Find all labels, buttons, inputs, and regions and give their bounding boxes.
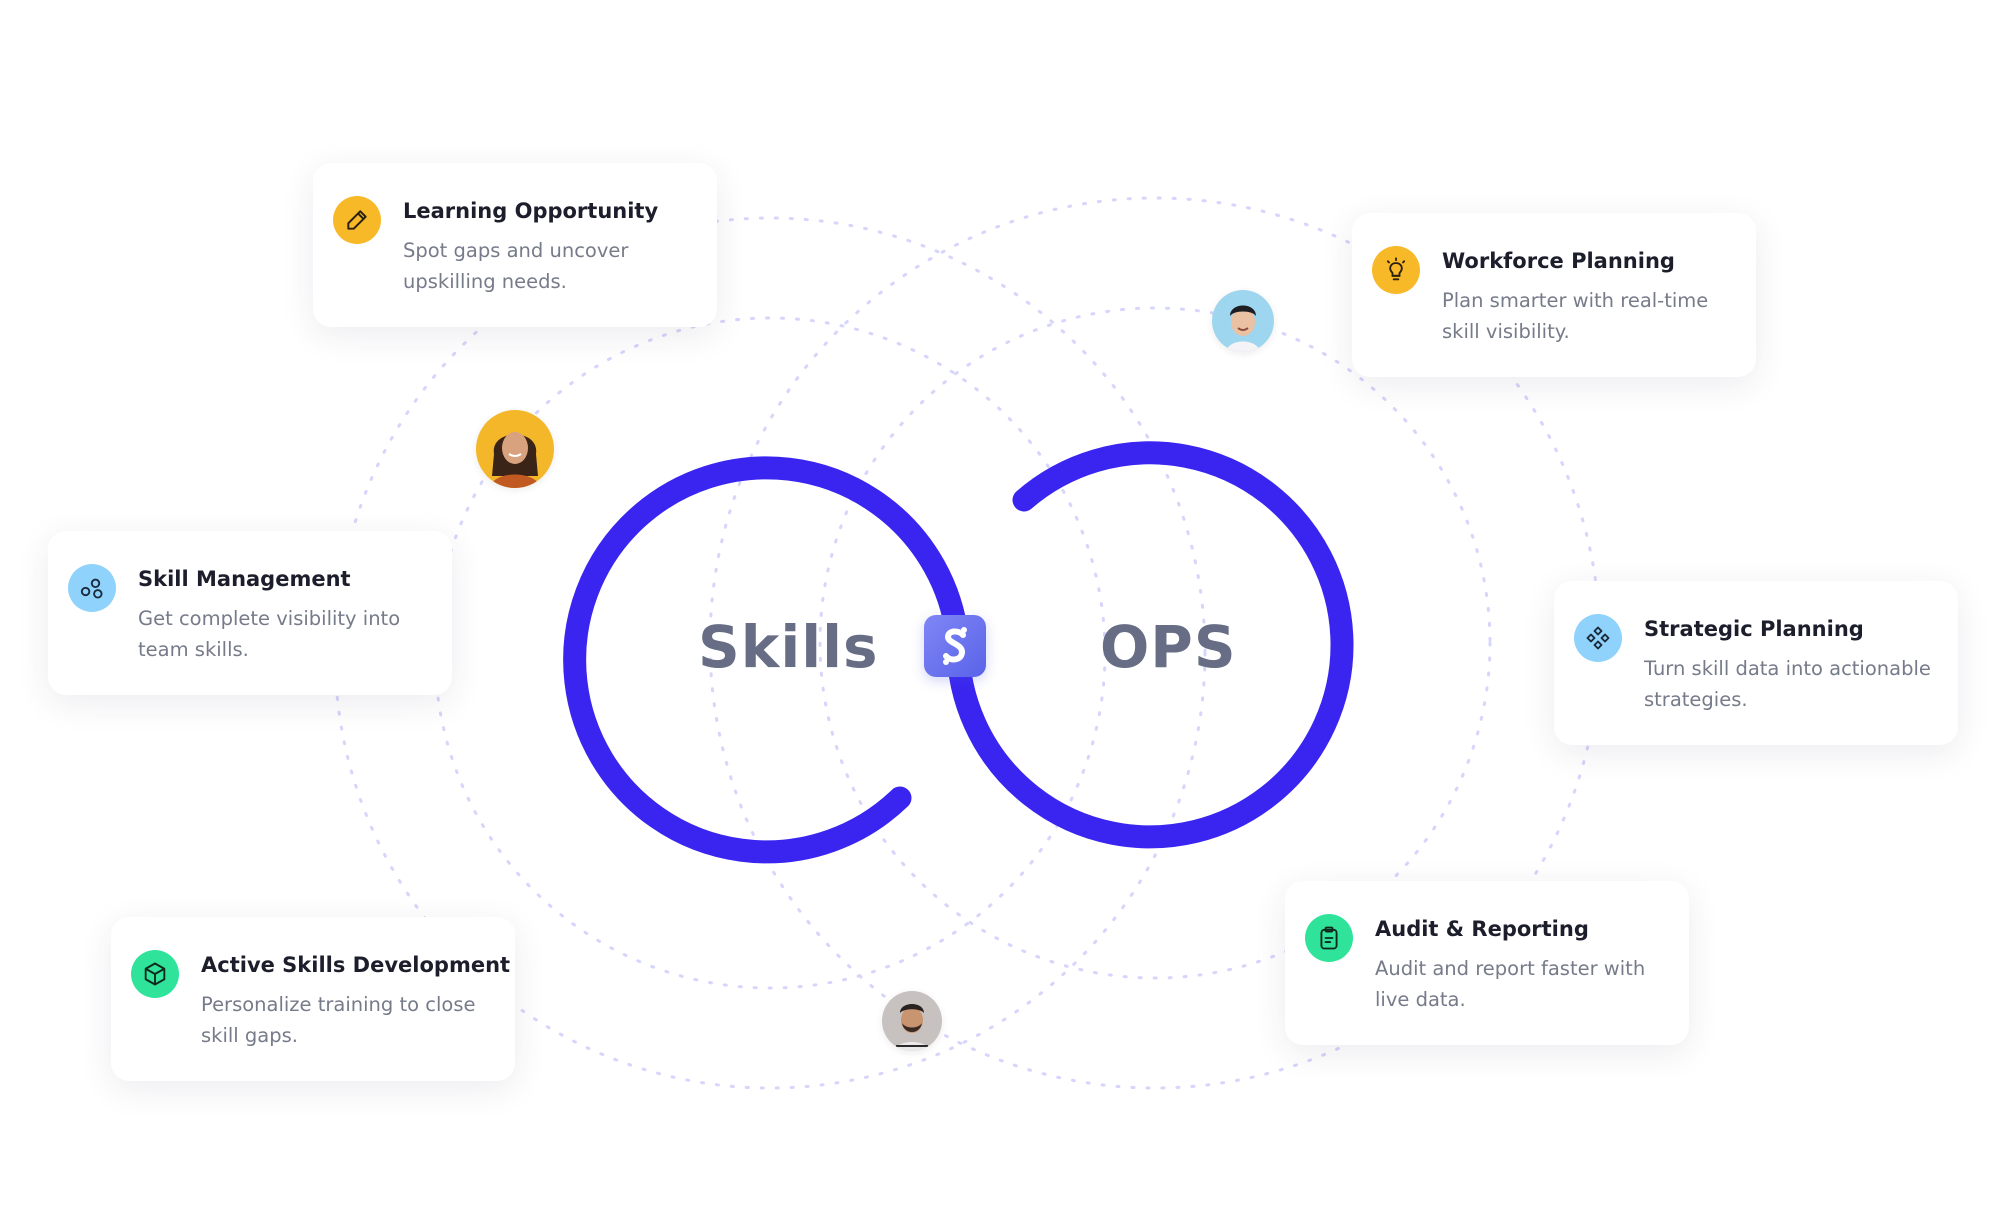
card-title: Skill Management [138,567,351,591]
card-description: Plan smarter with real-time skill visibi… [1442,289,1709,343]
infinity-loop [563,441,1354,864]
cube-icon [131,950,179,998]
card-description: Get complete visibility into team skills… [138,607,401,661]
card-strategic-planning: Strategic Planning Turn skill data into … [1554,581,1958,745]
avatar-man-beard-icon [882,991,942,1051]
card-workforce-planning: Workforce Planning Plan smarter with rea… [1352,213,1756,377]
skills-loop-arc [563,456,970,864]
diamonds-icon [1574,614,1622,662]
card-learning-opportunity: Learning Opportunity Spot gaps and uncov… [313,163,717,327]
card-audit-reporting: Audit & Reporting Audit and report faste… [1285,881,1689,1045]
clipboard-icon [1305,914,1353,962]
card-active-skills-development: Active Skills Development Personalize tr… [111,917,515,1081]
ops-label: OPS [1100,613,1237,681]
card-skill-management: Skill Management Get complete visibility… [48,531,452,695]
avatar-man-smiling-icon [1212,290,1274,352]
dotted-ring-right-inner [818,306,1492,980]
ops-loop-arc [946,441,1354,849]
card-title: Strategic Planning [1644,617,1864,641]
nodes-icon [68,564,116,612]
card-title: Audit & Reporting [1375,917,1589,941]
card-title: Workforce Planning [1442,249,1675,273]
card-title: Active Skills Development [201,953,511,977]
card-description: Personalize training to close skill gaps… [201,993,476,1047]
card-description: Turn skill data into actionable strategi… [1644,657,1931,711]
pencil-icon [333,196,381,244]
card-title: Learning Opportunity [403,199,659,223]
card-description: Audit and report faster with live data. [1375,957,1646,1011]
s-logo-icon [943,627,967,665]
lightbulb-icon [1372,246,1420,294]
skills-label: Skills [698,613,879,681]
avatar-woman-icon [476,410,554,488]
logo-badge [924,615,986,677]
card-description: Spot gaps and uncover upskilling needs. [403,239,629,293]
